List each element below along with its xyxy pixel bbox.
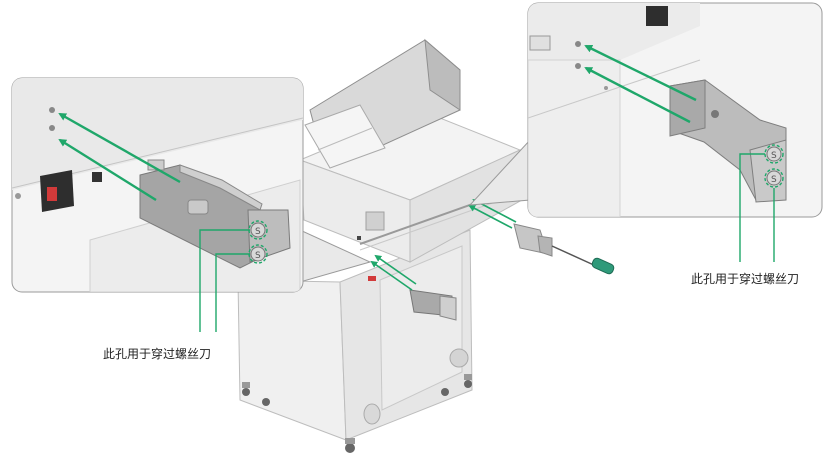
screw-mark-2: S — [255, 251, 261, 261]
feed-tray — [304, 104, 386, 169]
body-vent-icon — [365, 211, 385, 231]
zoom-panel-left: S S — [11, 77, 304, 293]
right-socket — [646, 6, 668, 26]
mounted-bracket — [409, 289, 457, 321]
screw-hole-marker-3 — [764, 144, 784, 164]
main-arrow-lower-2 — [374, 254, 417, 285]
screw-mark-1: S — [255, 227, 261, 237]
cabinet-door — [379, 245, 463, 411]
cabinet-vent-icon — [449, 348, 469, 368]
main-arrow-upper — [468, 205, 513, 229]
screw-hole-marker-4 — [764, 168, 784, 188]
right-arrow-2 — [584, 66, 691, 124]
left-arrow-1 — [58, 112, 181, 184]
zoom-panel-right: S S — [527, 2, 823, 218]
caster-wheels — [242, 374, 472, 453]
bracket-part — [513, 223, 553, 257]
leader-lines-right — [739, 153, 775, 262]
cabinet-front — [237, 279, 347, 441]
callout-label-left: 此孔用于穿过螺丝刀 — [103, 347, 212, 361]
main-arrow-lower — [370, 260, 413, 291]
right-arrow-1 — [584, 44, 697, 102]
screw-mark-3: S — [771, 151, 777, 161]
screw-mark-4: S — [771, 175, 777, 185]
screw-hole-marker-1 — [248, 220, 268, 240]
leader-lines-left — [199, 229, 250, 332]
cabinet-hole-icon — [363, 403, 381, 425]
callout-label-right: 此孔用于穿过螺丝刀 — [691, 272, 800, 286]
machine — [237, 38, 615, 453]
left-arrow-2 — [58, 138, 157, 202]
cabinet-red-tag — [368, 276, 376, 281]
screw-hole-marker-2 — [248, 244, 268, 264]
screwdriver-icon — [551, 245, 615, 275]
power-switch-icon — [47, 187, 57, 201]
